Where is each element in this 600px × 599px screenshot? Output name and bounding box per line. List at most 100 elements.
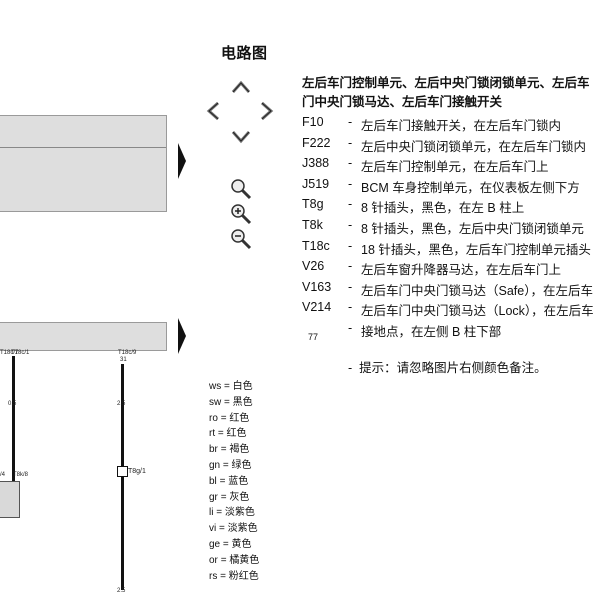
legend-color: 黄色	[231, 539, 252, 550]
component-row: J519 -BCM 车身控制单元，在仪表板左侧下方	[302, 177, 600, 197]
wire-size-25-bottom: 2.5	[117, 588, 126, 594]
components-header-line2: 门中央门锁马达、左后车门接触开关	[302, 95, 503, 109]
legend-abbr: sw	[209, 396, 222, 408]
component-row: -接地点，在左侧 B 柱下部	[302, 321, 600, 341]
zoom-fit-button[interactable]	[230, 178, 252, 200]
legend-equals: =	[220, 570, 226, 582]
component-row: T18c-18 针插头，黑色，左后车门控制单元插头	[302, 239, 600, 259]
component-code: V26	[302, 259, 325, 274]
component-dash: -	[348, 321, 353, 335]
expand-arrow-lower[interactable]	[178, 318, 186, 354]
component-description: 接地点，在左侧 B 柱下部	[361, 325, 502, 339]
pin-label-t18c1: T18c/1	[11, 350, 30, 356]
legend-color: 白色	[232, 381, 253, 392]
legend-item: ro = 红色	[209, 413, 249, 425]
component-code: T8k	[302, 218, 323, 232]
zoom-out-icon	[231, 229, 252, 250]
legend-abbr: or	[209, 554, 218, 566]
legend-item: bl = 蓝色	[209, 476, 248, 488]
components-header: 左后车门控制单元、左后中央门锁闭锁单元、左后车 门中央门锁马达、左后车门接触开关	[302, 74, 600, 112]
hint-note: - 提示：请忽略图片右侧颜色备注。	[348, 357, 547, 376]
legend-item: gr = 灰色	[209, 492, 249, 504]
legend-color: 红色	[226, 428, 247, 440]
components-header-line1: 左后车门控制单元、左后中央门锁闭锁单元、左后车	[302, 76, 590, 90]
legend-color: 黑色	[232, 396, 253, 408]
component-description: 8 针插头，黑色，左后中央门锁闭锁单元	[361, 222, 584, 236]
component-description: BCM 车身控制单元，在仪表板左侧下方	[361, 180, 580, 195]
component-code: T18c	[302, 238, 330, 253]
zoom-in-button[interactable]	[230, 203, 252, 225]
hint-dash: -	[348, 361, 353, 375]
legend-color: 蓝色	[228, 475, 249, 487]
legend-item: ge = 黄色	[209, 539, 252, 551]
legend-abbr: rt	[209, 428, 216, 440]
legend-equals: =	[216, 507, 223, 519]
legend-item: gn = 绿色	[209, 460, 252, 472]
component-code: F10	[302, 115, 324, 129]
legend-equals: =	[224, 381, 230, 392]
pin-number-31: 31	[120, 357, 127, 363]
diagram-band-upper	[0, 115, 167, 212]
component-code: J388	[302, 156, 330, 171]
component-dash: -	[348, 176, 353, 191]
component-row: F222-左后中央门锁闭锁单元，在左后车门锁内	[302, 136, 600, 156]
component-code: F222	[302, 135, 331, 150]
legend-color: 灰色	[229, 491, 250, 503]
component-row: T8g -8 针插头，黑色，在左 B 柱上	[302, 197, 600, 217]
legend-abbr: li	[209, 507, 214, 519]
nav-up-button[interactable]	[231, 80, 251, 94]
component-code: V214	[302, 300, 332, 315]
component-row: J388 -左后车门控制单元，在左后车门上	[302, 156, 600, 176]
connector-t8g-symbol	[117, 466, 128, 477]
connector-t8k	[0, 481, 20, 518]
nav-left-button[interactable]	[206, 101, 220, 121]
component-code: J519	[302, 176, 330, 191]
zoom-out-button[interactable]	[230, 228, 252, 250]
legend-equals: =	[220, 444, 227, 456]
band-divider	[0, 147, 166, 148]
legend-color: 绿色	[231, 460, 252, 471]
component-description: 左后车门控制单元，在左后车门上	[361, 160, 549, 175]
component-description: 左后车窗升降器马达，在左后车门上	[361, 263, 562, 278]
pin-label-t8k8: T8k/8	[13, 472, 29, 478]
legend-item: vi = 淡紫色	[209, 523, 258, 535]
component-code: V163	[302, 279, 332, 294]
legend-abbr: bl	[209, 475, 217, 487]
component-row: V214-左后车门中央门锁马达（Lock），在左后车	[302, 300, 600, 320]
legend-equals: =	[220, 412, 227, 424]
legend-item: or = 橘黄色	[209, 555, 259, 567]
wire-size-05: 0.5	[8, 401, 17, 407]
expand-arrow-upper[interactable]	[178, 143, 186, 179]
legend-equals: =	[220, 491, 227, 503]
component-dash: -	[348, 218, 353, 232]
pin-label-t8g1: T8g/1	[128, 468, 146, 475]
component-description: 左后车门中央门锁马达（Safe），在左后车	[361, 283, 593, 298]
legend-color: 粉红色	[228, 570, 259, 582]
component-code: T8g	[302, 197, 324, 212]
wire-left	[12, 356, 15, 482]
wire-right	[121, 364, 124, 590]
chevron-up-icon	[231, 80, 251, 93]
component-dash: -	[348, 279, 353, 294]
component-dash: -	[348, 135, 353, 150]
legend-item: rs = 粉红色	[209, 571, 259, 583]
component-row: T8k -8 针插头，黑色，左后中央门锁闭锁单元	[302, 218, 600, 238]
component-row: F10-左后车门接触开关，在左后车门锁内	[302, 115, 600, 135]
chevron-left-icon	[206, 101, 219, 121]
component-dash: -	[348, 156, 353, 171]
nav-right-button[interactable]	[260, 101, 274, 121]
diagram-band-lower	[0, 322, 167, 351]
hint-text: 提示：请忽略图片右侧颜色备注。	[359, 361, 547, 375]
component-description: 8 针插头，黑色，在左 B 柱上	[361, 201, 525, 216]
legend-color: 淡紫色	[224, 507, 255, 519]
component-dash: -	[348, 197, 353, 212]
legend-item: sw = 黑色	[209, 397, 253, 409]
legend-equals: =	[222, 460, 229, 471]
wire-size-25: 2.5	[117, 401, 126, 407]
component-dash: -	[348, 259, 353, 274]
legend-abbr: ws	[209, 381, 222, 392]
component-row: V163 -左后车门中央门锁马达（Safe），在左后车	[302, 280, 600, 300]
legend-abbr: vi	[209, 523, 217, 535]
nav-down-button[interactable]	[231, 130, 251, 144]
component-description: 左后车门接触开关，在左后车门锁内	[361, 119, 562, 133]
